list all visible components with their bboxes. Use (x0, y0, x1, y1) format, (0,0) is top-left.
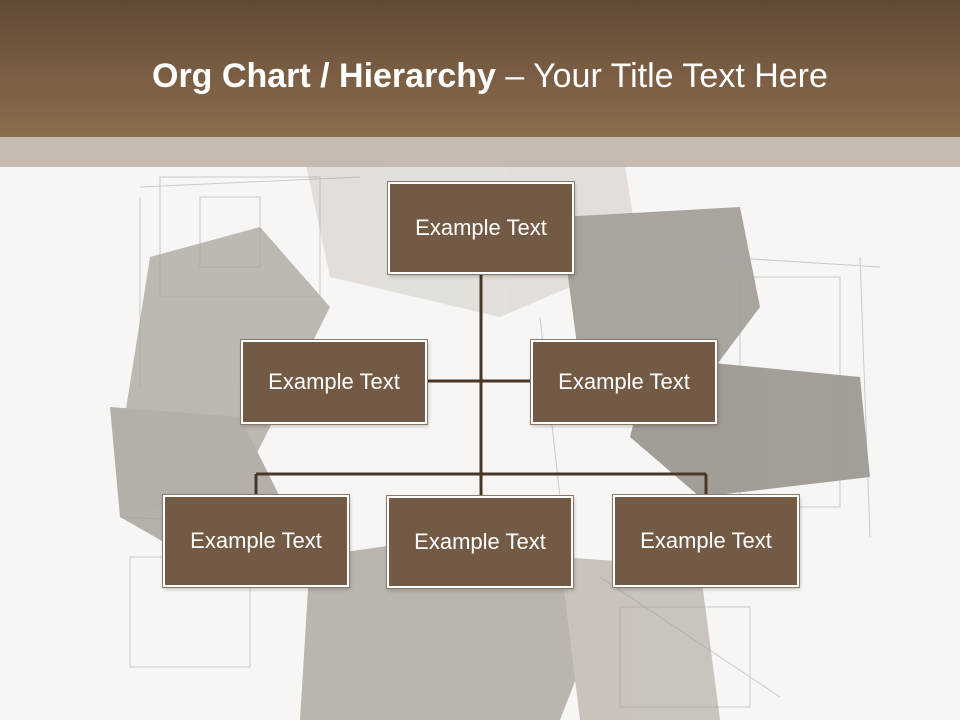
org-node-label: Example Text (190, 528, 322, 553)
org-node-label: Example Text (415, 215, 547, 240)
org-node-label: Example Text (640, 528, 772, 553)
org-node-label: Example Text (414, 529, 546, 554)
org-node-child-center[interactable]: Example Text (387, 496, 573, 588)
org-node-root[interactable]: Example Text (388, 182, 574, 274)
title-separator: – (495, 57, 534, 95)
org-node-label: Example Text (268, 369, 400, 394)
slide-title[interactable]: Org Chart / Hierarchy – Your Title Text … (152, 52, 912, 100)
title-bold-part: Org Chart / Hierarchy (152, 57, 496, 95)
header-band (0, 0, 960, 137)
header-accent-band (0, 137, 960, 167)
title-subtitle-part: Your Title Text Here (533, 57, 828, 95)
org-node-label: Example Text (558, 369, 690, 394)
org-node-child-right[interactable]: Example Text (613, 495, 799, 587)
org-node-assistant-left[interactable]: Example Text (241, 340, 427, 424)
org-node-child-left[interactable]: Example Text (163, 495, 349, 587)
org-node-assistant-right[interactable]: Example Text (531, 340, 717, 424)
